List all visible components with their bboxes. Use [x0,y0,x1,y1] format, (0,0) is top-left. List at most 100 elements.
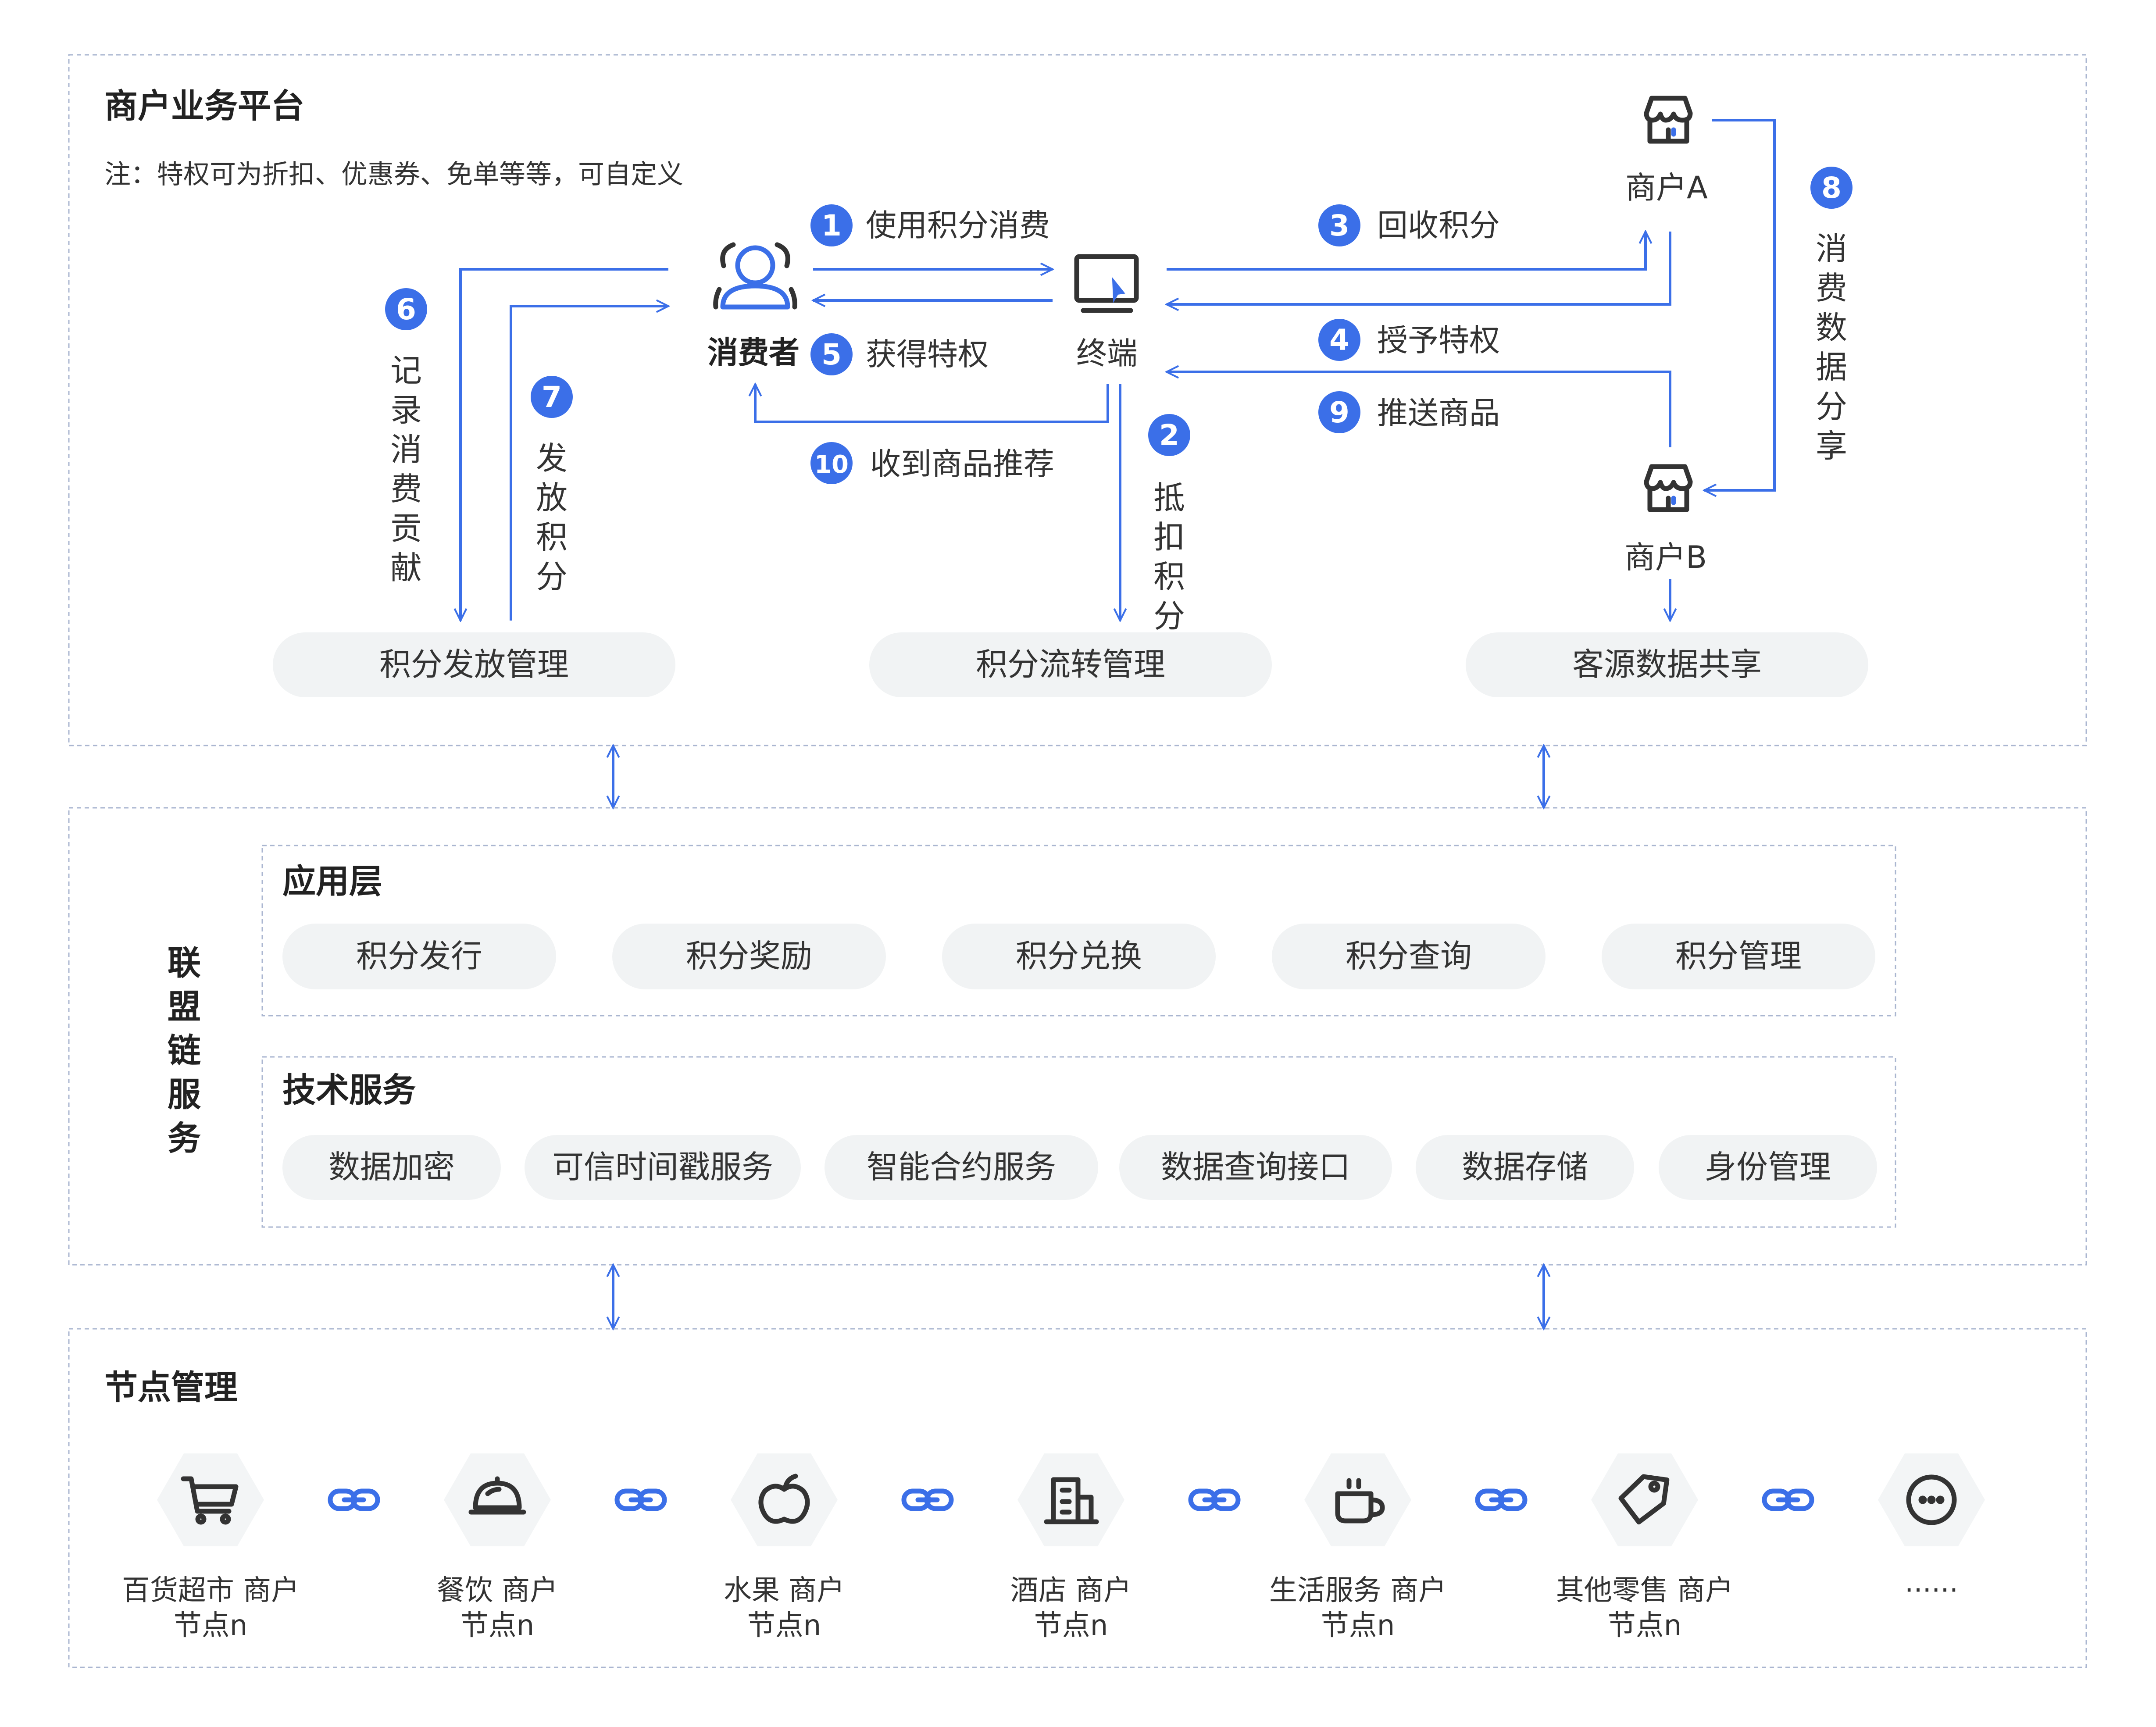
merchant-a-label: 商户A [1625,170,1708,206]
arrow-issue-points [510,306,668,621]
step-label: 推送商品 [1377,395,1500,431]
alliance-chain-panel [68,807,2087,1266]
step-badge [1318,319,1360,361]
node-label-line1: 百货超市 商户 [122,1574,299,1607]
svg-text:智能合约服务: 智能合约服务 [867,1149,1056,1185]
module-points-issuance[interactable]: 积分发放管理 [273,632,675,697]
step-badge [385,288,427,330]
app-layer-items: 积分发行 积分奖励 积分兑换 积分查询 积分管理 [282,924,1875,989]
step-label-vertical: 抵扣积分 [1153,479,1185,635]
node-management-title: 节点管理 [104,1368,238,1407]
svg-text:积分奖励: 积分奖励 [686,938,812,974]
tech-item-timestamp[interactable]: 可信时间戳服务 [525,1135,801,1200]
node-hexagon [157,1453,264,1546]
step-badge [810,333,853,375]
merchant-b-label: 商户B [1624,539,1707,575]
terminal-label: 终端 [1076,335,1138,371]
app-item-reward[interactable]: 积分奖励 [612,924,886,989]
step-badge [810,442,853,484]
svg-text:5: 5 [821,338,842,371]
step-badge [1810,167,1853,209]
step-5: 5 获得特权 [810,333,989,375]
more-icon [1906,1474,1957,1525]
step-badge [1318,391,1360,433]
step-badge [1318,204,1360,246]
svg-text:10: 10 [814,450,849,479]
svg-text:可信时间戳服务: 可信时间戳服务 [552,1149,773,1185]
price-tag-icon [1618,1474,1670,1525]
app-item-manage[interactable]: 积分管理 [1602,924,1875,989]
tech-item-query-api[interactable]: 数据查询接口 [1119,1135,1392,1200]
step-label: 获得特权 [866,336,989,372]
step-label: 回收积分 [1377,207,1500,243]
svg-text:积分发行: 积分发行 [356,938,482,974]
arrow-grant-privilege [1167,232,1671,304]
svg-text:数据加密: 数据加密 [328,1149,455,1185]
node-label-line1: 酒店 商户 [1010,1574,1132,1607]
svg-text:身份管理: 身份管理 [1705,1149,1831,1185]
step-label: 收到商品推荐 [870,446,1054,482]
module-points-circulation[interactable]: 积分流转管理 [869,632,1272,697]
link-icon [901,1488,954,1511]
node-label-line2: 节点n [747,1609,821,1642]
step-badge [810,204,853,246]
node-label-line2: 节点n [460,1609,535,1642]
node-hexagon [731,1453,838,1546]
step-label-vertical: 发放积分 [536,440,568,595]
building-icon [1044,1477,1099,1524]
tech-item-encryption[interactable]: 数据加密 [282,1135,501,1200]
node-hexagon [444,1453,551,1546]
consumer-label: 消费者 [707,335,800,371]
step-3: 3 回收积分 [1318,204,1500,246]
consumer-icon [713,242,797,310]
svg-text:积分查询: 积分查询 [1346,938,1472,974]
step-badge [1148,414,1190,456]
step-1: 1 使用积分消费 [810,204,1050,246]
node-label-line2: 节点n [174,1609,248,1642]
step-9: 9 推送商品 [1318,391,1500,433]
arrow-recover-points [1167,232,1646,271]
dining-cloche-icon [468,1476,526,1515]
terminal-icon [1074,254,1139,313]
node-label-line2: 节点n [1321,1609,1395,1642]
tech-service-title: 技术服务 [282,1070,416,1110]
link-icon [328,1488,380,1511]
step-8: 8 消费数据分享 [1810,167,1853,464]
node-label-line2: 节点n [1608,1609,1682,1642]
node-item[interactable]: ······ [1878,1453,1985,1607]
tech-item-smart-contract[interactable]: 智能合约服务 [825,1135,1098,1200]
svg-text:数据存储: 数据存储 [1462,1149,1588,1185]
node-label-line2: 节点n [1034,1609,1108,1642]
tech-item-storage[interactable]: 数据存储 [1416,1135,1634,1200]
step-label-vertical: 记录消费贡献 [390,352,422,586]
app-item-query[interactable]: 积分查询 [1272,924,1546,989]
app-item-exchange[interactable]: 积分兑换 [942,924,1216,989]
node-hexagon [1591,1453,1698,1546]
module-customer-data-sharing[interactable]: 客源数据共享 [1466,632,1868,697]
node-hexagon [1304,1453,1411,1546]
node-label-line1: 餐饮 商户 [437,1574,558,1607]
app-layer-box [261,845,1896,1017]
svg-text:积分发放管理: 积分发放管理 [379,646,569,683]
link-icon [1475,1488,1528,1511]
node-management-panel [68,1328,2087,1668]
link-icon [1188,1488,1241,1511]
node-hexagon [1017,1453,1124,1546]
apple-icon [758,1474,810,1524]
svg-text:1: 1 [821,209,842,243]
platform-title: 商户业务平台 [104,86,304,125]
tech-item-identity[interactable]: 身份管理 [1659,1135,1877,1200]
tech-service-box [261,1056,1896,1228]
tech-service-items: 数据加密 可信时间戳服务 智能合约服务 数据查询接口 数据存储 身份管理 [282,1135,1877,1200]
app-item-issue[interactable]: 积分发行 [282,924,556,989]
node-label-line1: 生活服务 商户 [1269,1574,1446,1607]
step-label: 授予特权 [1377,322,1500,358]
